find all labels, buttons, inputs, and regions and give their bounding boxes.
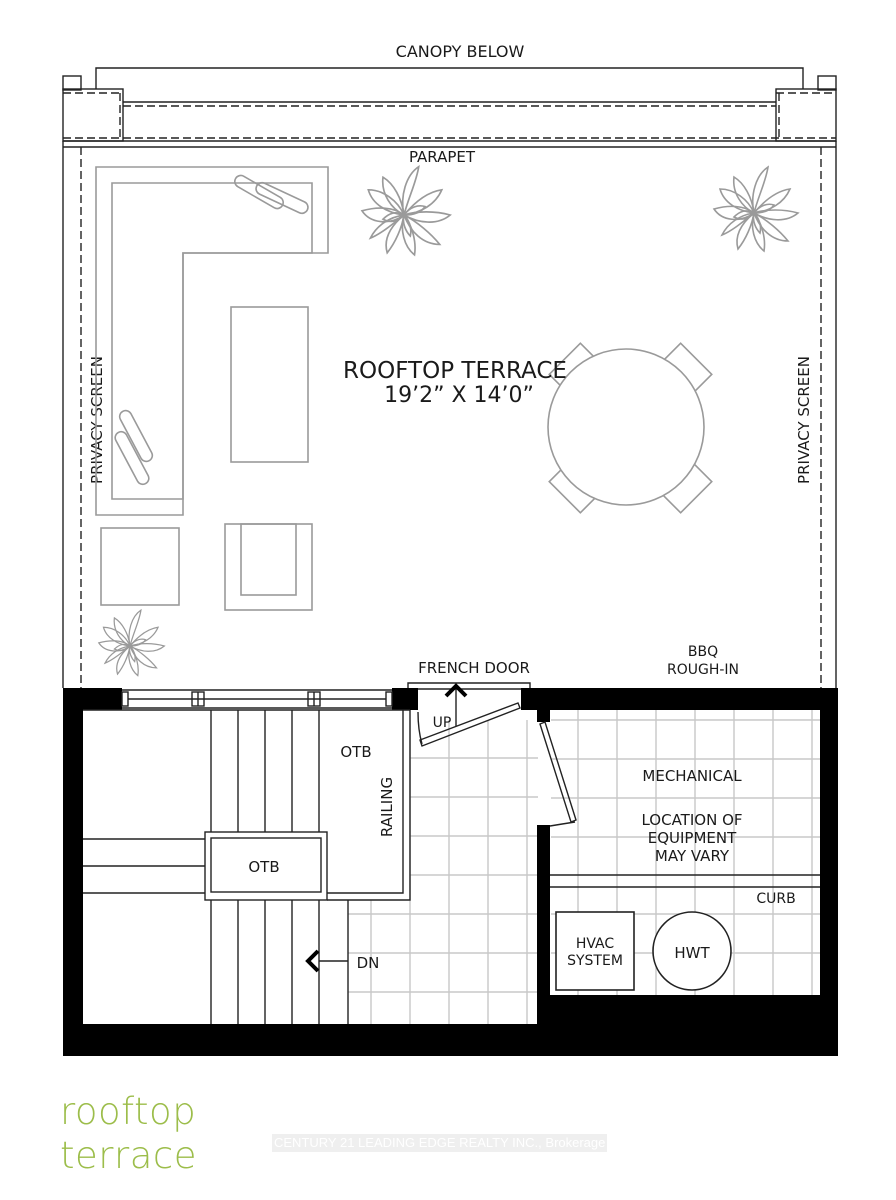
plan-title: rooftop terrace — [60, 1090, 197, 1178]
hvac-label-line1: HVAC — [576, 936, 615, 952]
side-table — [100, 527, 180, 606]
curb — [550, 874, 820, 888]
equipment-note-line1: LOCATION OF — [641, 811, 742, 829]
otb-lower-label: OTB — [248, 858, 279, 876]
french-door — [407, 682, 531, 747]
tile-grid-stair-hall — [348, 720, 538, 1025]
mechanical-label: MECHANICAL — [642, 767, 742, 785]
succulent-plant-icon — [713, 166, 799, 252]
dn-label: DN — [357, 954, 380, 972]
parapet-label: PARAPET — [409, 148, 476, 166]
hvac-system — [555, 911, 635, 991]
dining-set — [547, 342, 713, 514]
sectional-sofa — [95, 166, 329, 516]
coffee-table — [230, 306, 309, 463]
railing-label: RAILING — [378, 777, 396, 837]
staircase — [83, 709, 411, 1024]
canopy-below-label: CANOPY BELOW — [396, 42, 525, 61]
equipment-note-line2: EQUIPMENT — [648, 829, 737, 847]
chevron-up-arrow-icon — [444, 683, 468, 698]
stair-window — [121, 689, 393, 709]
mechanical-door — [539, 721, 577, 827]
brokerage-watermark: CENTURY 21 LEADING EDGE REALTY INC., Bro… — [272, 1134, 608, 1152]
plan-title-line2: terrace — [60, 1134, 197, 1177]
plan-title-line1: rooftop — [60, 1090, 197, 1133]
hwt-label: HWT — [674, 944, 710, 962]
succulent-plant-icon — [98, 609, 165, 677]
curb-label: CURB — [756, 891, 795, 907]
succulent-plant-icon — [361, 165, 452, 256]
privacy-screen-right-label: PRIVACY SCREEN — [795, 356, 813, 484]
chevron-left-arrow-icon — [305, 949, 320, 973]
armchair — [224, 523, 313, 611]
bbq-label: BBQ — [688, 644, 718, 660]
privacy-screen-left-label: PRIVACY SCREEN — [88, 356, 106, 484]
up-label: UP — [433, 715, 452, 731]
french-door-label: FRENCH DOOR — [418, 659, 530, 677]
canopy-outline — [62, 67, 837, 148]
hot-water-tank — [652, 911, 732, 991]
terrace-boundary — [62, 141, 837, 688]
hvac-label-line2: SYSTEM — [567, 953, 623, 969]
otb-upper-label: OTB — [340, 743, 371, 761]
equipment-note-line3: MAY VARY — [655, 847, 730, 865]
room-name-label: ROOFTOP TERRACE — [343, 358, 567, 384]
walls — [63, 688, 838, 1056]
room-dimensions-label: 19’2” X 14’0” — [384, 383, 534, 408]
bbq-rough-in-label: ROUGH-IN — [667, 662, 739, 678]
